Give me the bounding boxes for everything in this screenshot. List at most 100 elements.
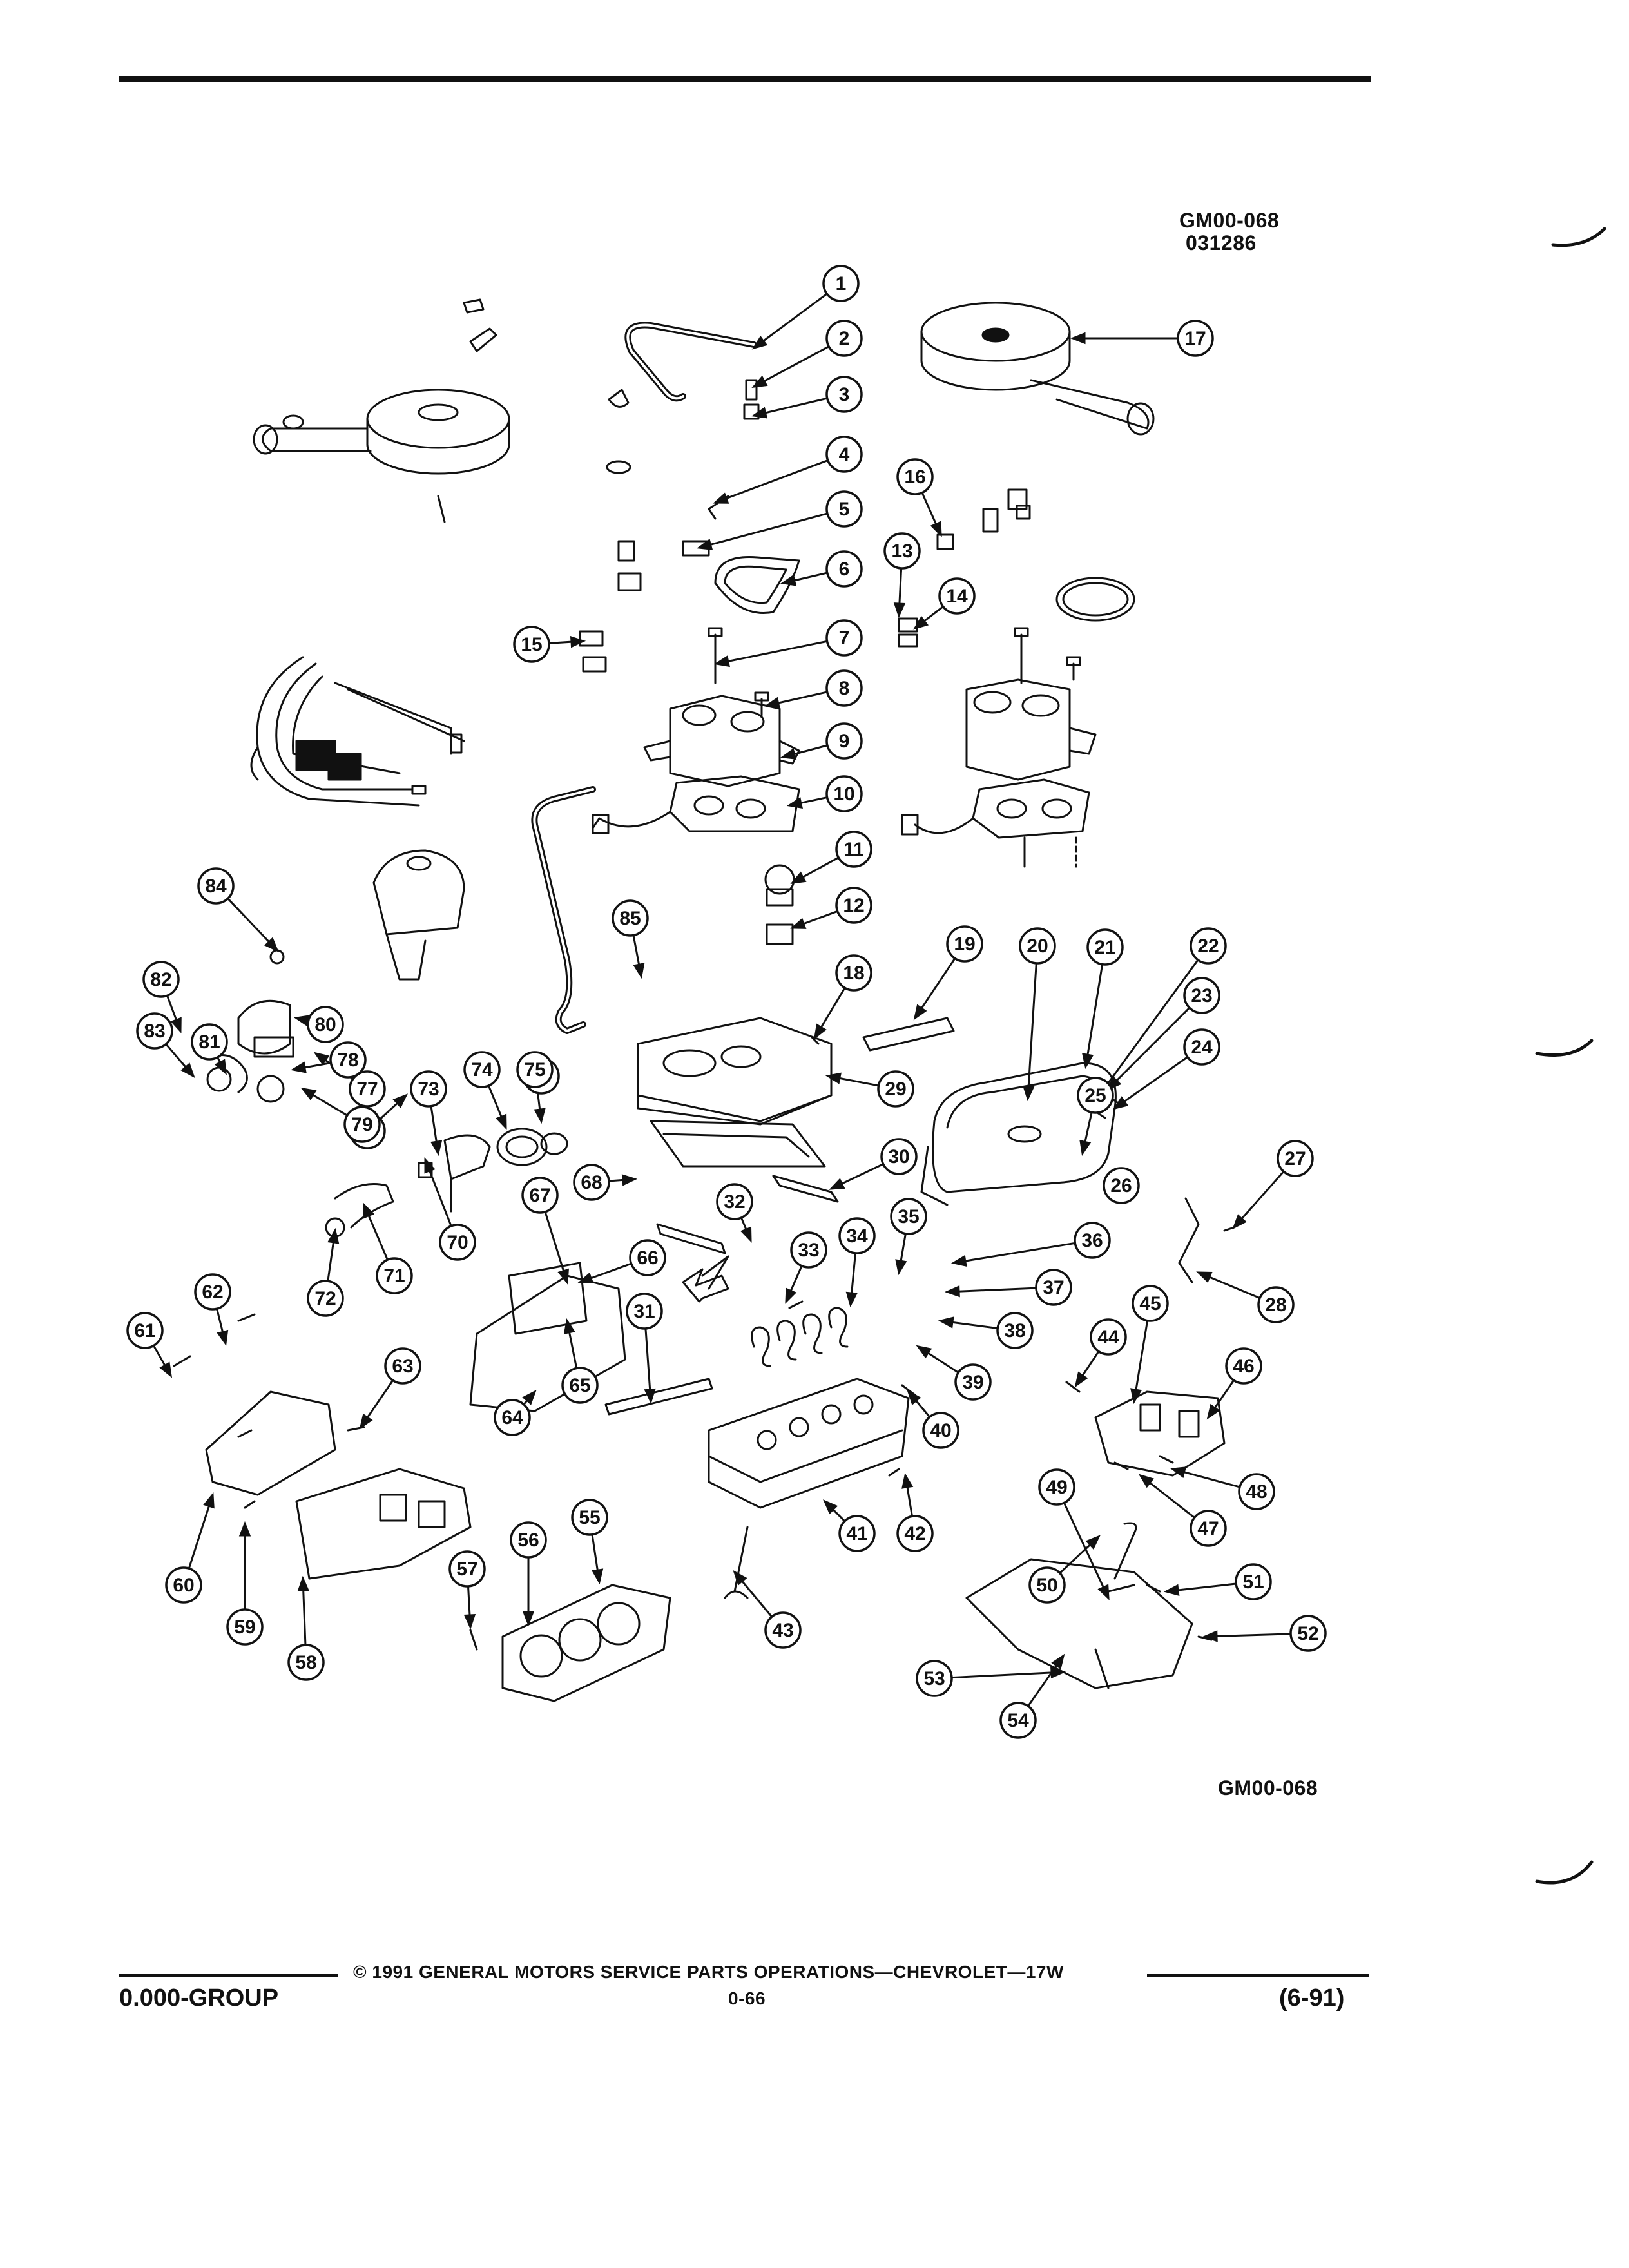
callout-number: 7 <box>839 628 850 649</box>
intake-manifold <box>637 1017 833 1168</box>
exhaust-manifold-left <box>295 1468 472 1580</box>
callout-number: 16 <box>904 466 925 488</box>
callout-number: 8 <box>839 678 850 699</box>
callout-number: 38 <box>1004 1320 1025 1341</box>
callout-number: 45 <box>1139 1293 1161 1314</box>
callout-number: 71 <box>383 1265 405 1287</box>
leader-line-22 <box>1091 959 1199 1106</box>
callout-number: 63 <box>392 1356 413 1377</box>
leader-arrow-24 <box>1112 1096 1129 1110</box>
callout-49: 49 <box>1038 1468 1075 1506</box>
callout-circle <box>764 1611 802 1649</box>
top-rule <box>119 76 1371 82</box>
callout-number: 53 <box>923 1668 945 1689</box>
callout-number: 82 <box>150 969 171 990</box>
callout-number: 17 <box>1184 328 1206 349</box>
leader-arrow-32 <box>740 1226 752 1243</box>
leader-line-23 <box>1107 1007 1190 1090</box>
gasket-strip-29 <box>772 1175 839 1203</box>
leader-line-36 <box>953 1242 1075 1264</box>
air-cleaner-right <box>920 302 1155 436</box>
callout-43: 43 <box>764 1611 802 1649</box>
leader-arrow-85 <box>633 963 645 979</box>
leader-arrow-38 <box>938 1316 954 1329</box>
valve <box>724 1526 749 1599</box>
callout-circle <box>896 458 934 495</box>
bolts-misc <box>173 1036 1235 1651</box>
leader-arrow-57 <box>463 1614 476 1630</box>
callout-10: 10 <box>825 775 863 812</box>
callout-62: 62 <box>194 1273 231 1311</box>
callout-circle <box>999 1702 1037 1739</box>
callout-17: 17 <box>1177 320 1214 357</box>
callout-circle <box>626 1293 663 1330</box>
callout-circle <box>1235 1563 1272 1600</box>
leader-arrow-75 <box>534 1108 546 1124</box>
callout-number: 34 <box>846 1225 868 1247</box>
callout-56: 56 <box>510 1521 547 1559</box>
callout-21: 21 <box>1086 928 1124 966</box>
air-cleaner-left <box>253 389 510 475</box>
callout-number: 61 <box>134 1320 155 1341</box>
callout-number: 33 <box>798 1240 819 1261</box>
callout-circle <box>194 1273 231 1311</box>
callout-36: 36 <box>1074 1222 1111 1259</box>
callout-circle <box>877 1070 914 1108</box>
callout-70: 70 <box>439 1224 476 1261</box>
leader-arrow-55 <box>592 1568 604 1585</box>
callout-circle <box>197 867 235 905</box>
callout-number: 10 <box>833 783 854 805</box>
leader-arrow-70 <box>424 1157 436 1174</box>
callout-53: 53 <box>916 1660 953 1697</box>
callout-74: 74 <box>463 1051 501 1088</box>
callout-circle <box>996 1312 1034 1349</box>
callout-circle <box>448 1550 486 1588</box>
leader-arrow-54 <box>1051 1653 1065 1670</box>
callout-19: 19 <box>946 925 983 963</box>
callout-number: 37 <box>1043 1277 1064 1298</box>
leader-arrow-77 <box>313 1052 330 1066</box>
heat-shield-right <box>965 1558 1193 1689</box>
callout-79: 79 <box>343 1106 381 1143</box>
leader-arrow-56 <box>522 1611 535 1627</box>
leader-arrow-20 <box>1023 1085 1035 1102</box>
leader-arrow-29 <box>825 1072 842 1084</box>
leader-line-20 <box>1027 963 1037 1099</box>
spacer-plate-right <box>901 778 1090 868</box>
leader-arrow-63 <box>359 1413 373 1430</box>
callout-2: 2 <box>825 320 863 357</box>
bolts-7-8 <box>708 627 1081 716</box>
leader-arrow-72 <box>327 1227 340 1244</box>
callout-number: 5 <box>839 499 850 520</box>
bracket-27 <box>1178 1197 1200 1283</box>
footer-copyright: © 1991 GENERAL MOTORS SERVICE PARTS OPER… <box>353 1962 1064 1982</box>
leader-arrow-79 <box>300 1087 317 1100</box>
leader-arrow-37 <box>944 1285 960 1298</box>
leader-arrow-28 <box>1196 1271 1213 1283</box>
pcv-hose <box>624 322 757 402</box>
callout-12: 12 <box>835 887 872 924</box>
footer-revision: (6-91) <box>1279 1984 1345 2012</box>
callout-65: 65 <box>561 1367 599 1404</box>
callout-number: 74 <box>471 1059 493 1081</box>
footer-page: 0-66 <box>728 1988 766 2008</box>
carburetor-right <box>965 678 1097 781</box>
callout-number: 47 <box>1197 1518 1219 1539</box>
leader-arrow-52 <box>1202 1630 1218 1642</box>
callout-circle <box>1132 1285 1169 1322</box>
callout-63: 63 <box>384 1347 421 1385</box>
callout-circle <box>287 1644 325 1681</box>
callout-number: 2 <box>839 328 850 349</box>
callout-32: 32 <box>716 1183 753 1220</box>
callout-circle <box>1038 1468 1075 1506</box>
leader-arrow-31 <box>644 1388 656 1405</box>
callout-circle <box>439 1224 476 1261</box>
callout-number: 52 <box>1297 1623 1318 1644</box>
leader-line-1 <box>753 293 828 349</box>
leader-line-45 <box>1133 1320 1149 1402</box>
callout-circle <box>612 899 649 937</box>
callout-circle <box>1277 1140 1314 1177</box>
leader-arrow-36 <box>950 1254 967 1267</box>
callout-number: 18 <box>843 963 864 984</box>
callout-number: 46 <box>1233 1356 1254 1377</box>
